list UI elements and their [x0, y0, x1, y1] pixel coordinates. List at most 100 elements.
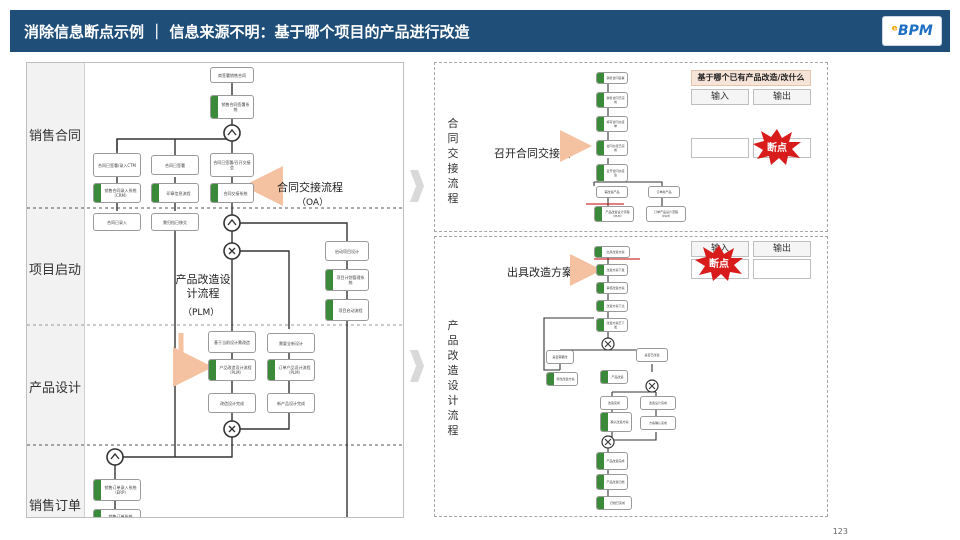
node-b13: 方案确认完成 [640, 416, 676, 430]
redesign-output-cell [753, 259, 811, 279]
node-label: 项目启动流程 [338, 307, 363, 313]
system-marker [597, 301, 604, 311]
node-label: 是否需要改 [552, 355, 568, 359]
page-title: 消除信息断点示例 ｜ 信息来源不明：基于哪个项目的产品进行改造 [24, 23, 470, 41]
node-label: 订单新产品 [656, 190, 672, 194]
system-marker [597, 319, 604, 331]
logo-text: BPM [897, 23, 933, 39]
node-a6: 需改造产品 [596, 186, 628, 198]
annotation-contract-handover-system: （OA） [297, 198, 329, 208]
node-label: 审核改造方案 [606, 286, 625, 290]
node-b8: 修改改造方案 [546, 372, 578, 386]
left-flow-svg [27, 83, 403, 517]
system-marker [597, 265, 604, 275]
annotation-product-redesign-system: （PLM） [183, 308, 220, 318]
bpm-logo: ᵉBPM [882, 16, 942, 46]
node-b15: 产品改造归档 [596, 474, 628, 490]
node-label: 修改改造方案 [556, 377, 575, 381]
product-redesign-panel [434, 236, 828, 517]
node-b11: 改造完成 [600, 396, 628, 410]
system-marker [601, 371, 608, 383]
node-label: 产品改造 [611, 375, 624, 379]
node-label: 是否已改造 [644, 353, 660, 357]
node-b2: 改造方案下发 [596, 264, 628, 276]
lane-label-sales-order: 销售订单 [29, 499, 82, 514]
contract-handover-panel [434, 62, 828, 232]
node-label: 销售合同签署系统 [221, 102, 250, 112]
contract-handover-vertical-label: 合同交接流程 [447, 117, 459, 205]
breakpoint-label: 断点 [709, 257, 729, 270]
node-n-seal: 印章信息流程 [151, 183, 199, 203]
contract-output-header: 输出 [753, 89, 811, 105]
node-n-order-erp: 销售订单录入系统（ERP） [93, 479, 141, 501]
node-a3: 填写合同交接单 [596, 116, 628, 132]
system-marker [597, 283, 604, 293]
system-marker [547, 373, 554, 385]
system-marker [94, 184, 101, 202]
system-marker [152, 184, 159, 202]
node-a9: 订单产品设计流程（PLM） [646, 206, 686, 222]
node-a1: 销售合同签署 [596, 72, 628, 84]
node-label: 合同交接已完成 [606, 144, 625, 152]
node-n-new-plm: 订单产品设计流程（PLM） [267, 359, 315, 381]
node-label: 订单产品设计流程（PLM） [653, 210, 678, 218]
node-label: 销售合同签署 [606, 76, 625, 80]
node-b12: 确认改造方案 [600, 412, 632, 432]
system-marker [268, 360, 275, 380]
node-n-new-done: 新产品设计完成 [267, 393, 315, 413]
system-marker [209, 360, 216, 380]
system-marker [597, 117, 604, 131]
node-b4: 改造方案下达 [596, 300, 628, 312]
node-n-start-design: 启动项目设计 [325, 241, 369, 261]
node-a5: 召开合同交接会 [596, 164, 628, 182]
node-label: 改造方案下达 [606, 304, 625, 308]
node-a7: 订单新产品 [648, 186, 680, 198]
node-n-new-design: 需要全新设计 [267, 333, 315, 353]
contract-handover-callout: 召开合同交接会 [494, 147, 571, 160]
system-marker [597, 453, 604, 469]
node-n-contract-entered: 合同已录入 [93, 213, 141, 231]
node-n-redesign-done: 改造设计完成 [208, 393, 256, 413]
node-label: 改造设计完成 [648, 401, 667, 405]
node-n-sales-contract-entry: 销售合同签署系统 [210, 95, 254, 119]
node-n-crm-entry: 销售合同录入系统（CRM） [93, 183, 141, 203]
node-label: 需要全新设计 [279, 340, 303, 346]
redesign-flow-svg [543, 254, 659, 498]
redesign-output-header: 输出 [753, 241, 811, 257]
system-marker [597, 141, 604, 155]
contract-input-header: 输入 [691, 89, 749, 105]
node-a4: 合同交接已完成 [596, 140, 628, 156]
node-label: 合同已签署/录入CTM [97, 162, 137, 168]
title-bar: 消除信息断点示例 ｜ 信息来源不明：基于哪个项目的产品进行改造 ᵉBPM [10, 10, 950, 52]
node-n-contract-signed-oa: 合同已签署/召开交接会 [210, 153, 254, 177]
node-label: 需归档已移交 [163, 219, 187, 225]
node-n-redesign-base: 基于当前设计需改造 [208, 331, 256, 353]
node-label: 确认改造方案 [610, 420, 629, 424]
system-marker [326, 270, 333, 290]
node-label: 产品改造归档 [606, 480, 625, 484]
node-b6: 是否需要改 [546, 350, 574, 364]
node-label: 启动项目设计 [335, 248, 359, 254]
node-n-order-system: 销售订单系统 [93, 509, 141, 517]
node-label: 出具改造方案 [606, 250, 625, 254]
lane-label-project-start: 项目启动 [29, 263, 82, 278]
lane-label-product-design: 产品设计 [29, 381, 82, 396]
node-n-contract-ctm: 合同已签署/录入CTM [93, 153, 141, 177]
node-n-handover-done: 需归档已移交 [151, 213, 199, 231]
system-marker [597, 497, 604, 509]
node-label: 产品改造设计流程（PLM） [219, 365, 252, 375]
contract-input-cell [691, 138, 749, 158]
node-label: 合同已录入 [107, 219, 127, 225]
node-n-handover-system: 合同交接系统 [210, 183, 254, 203]
node-b3: 审核改造方案 [596, 282, 628, 294]
system-marker [595, 247, 602, 257]
node-label: 改造完成 [607, 401, 620, 405]
question-box: 基于哪个已有产品改造/改什么 [691, 70, 811, 86]
swimlane-diagram: 销售合同 项目启动 产品设计 销售订单 [26, 62, 404, 518]
breakpoint-burst-icon: 断点 [695, 245, 743, 281]
page-number: 123 [832, 527, 848, 536]
system-marker [326, 300, 333, 320]
node-label: 产品改造完成 [606, 459, 625, 463]
node-b1: 出具改造方案 [594, 246, 630, 258]
system-marker [597, 165, 604, 181]
